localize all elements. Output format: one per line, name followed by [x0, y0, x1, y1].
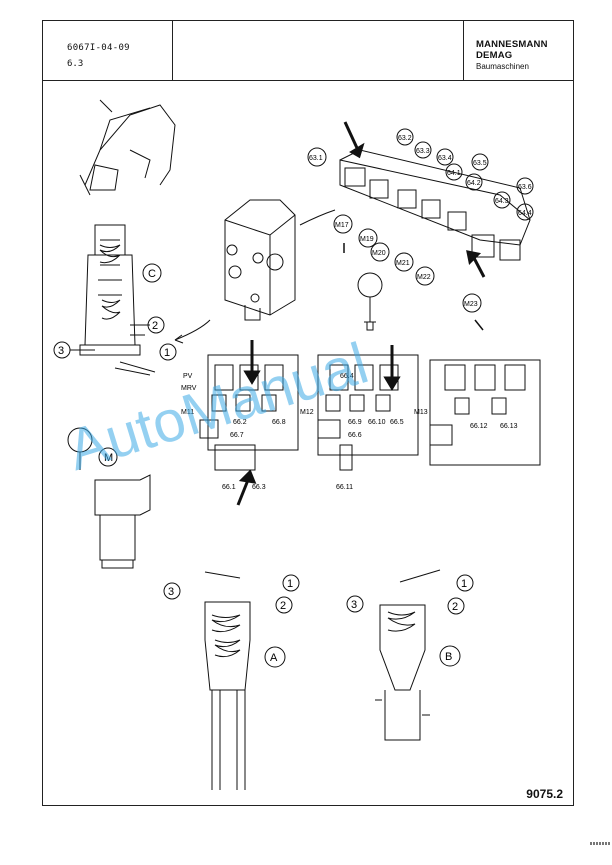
label-63-3: 63.3 [416, 148, 430, 155]
top-valve-bank [339, 149, 531, 261]
label-m21: M21 [396, 260, 410, 267]
filter-assembly [67, 427, 151, 569]
label-66-11: 66.11 [336, 484, 353, 491]
label-66-6: 66.6 [348, 432, 362, 439]
title-block: 6067I-04-09 6.3 MANNESMANN DEMAG Baumasc… [43, 21, 573, 81]
relief-valve-a [204, 571, 251, 790]
label-66-2: 66.2 [233, 419, 247, 426]
document-id-cell: 6067I-04-09 6.3 [43, 21, 173, 80]
relief-valve-c [70, 224, 156, 376]
label-66-12: 66.12 [470, 423, 488, 430]
callout-m: M [104, 452, 113, 464]
callout-3-a: 3 [168, 586, 174, 598]
callout-labels: C 2 1 3 M 3 1 2 A 3 1 2 B [58, 268, 467, 664]
label-m19: M19 [360, 236, 374, 243]
callout-1-b: 1 [461, 578, 467, 590]
callout-c: C [148, 268, 156, 280]
control-valve-bank [199, 354, 541, 471]
label-63-4: 63.4 [438, 155, 452, 162]
callout-2-a: 2 [280, 600, 286, 612]
excavator-sketch [79, 99, 176, 196]
label-m17: M17 [335, 222, 349, 229]
callout-2-circle-c [147, 316, 165, 334]
section-number: 6.3 [67, 59, 84, 69]
brand-name-line2: DEMAG [476, 50, 513, 61]
brand-cell: MANNESMANN DEMAG Baumaschinen [463, 21, 575, 80]
label-pv: PV [183, 373, 193, 380]
label-m11: M11 [181, 409, 194, 416]
valve-labels: PV MRV M11 66.2 66.1 66.3 66.7 66.8 M12 … [181, 373, 518, 491]
label-mrv: MRV [181, 385, 197, 392]
label-m22: M22 [417, 274, 431, 281]
label-m23: M23 [464, 301, 478, 308]
pressure-gauge-top [357, 272, 383, 331]
valve-block [174, 199, 336, 344]
label-64-1: 64.1 [447, 170, 461, 177]
label-m13: M13 [414, 409, 428, 416]
callout-1-c: 1 [164, 347, 170, 359]
callout-2-c: 2 [152, 320, 158, 332]
page-number: 9075.2 [526, 787, 563, 801]
relief-valve-b [375, 569, 441, 741]
label-66-9: 66.9 [348, 419, 362, 426]
label-66-10: 66.10 [368, 419, 386, 426]
label-66-8: 66.8 [272, 419, 286, 426]
callout-1-a: 1 [287, 578, 293, 590]
label-66-5: 66.5 [390, 419, 404, 426]
brand-name-line1: MANNESMANN [476, 39, 548, 50]
label-63-5: 63.5 [473, 160, 487, 167]
callout-c-circle [142, 263, 162, 283]
label-64-4: 64.4 [518, 210, 532, 217]
label-66-13: 66.13 [500, 423, 518, 430]
callout-a: A [270, 652, 278, 664]
callout-3-c: 3 [58, 345, 64, 357]
indicator-arrows [236, 121, 486, 506]
label-66-3: 66.3 [252, 484, 266, 491]
label-63-6: 63.6 [518, 184, 532, 191]
page-frame: 6067I-04-09 6.3 MANNESMANN DEMAG Baumasc… [42, 20, 574, 806]
callout-b: B [445, 651, 452, 663]
label-m12: M12 [300, 409, 314, 416]
callout-3-b: 3 [351, 599, 357, 611]
label-63-1: 63.1 [309, 155, 323, 162]
label-66-4: 66.4 [340, 373, 354, 380]
callout-1-circle-c [159, 343, 177, 361]
scan-edge-mark [590, 842, 610, 845]
brand-subtitle: Baumaschinen [476, 62, 529, 71]
callout-2-b: 2 [452, 601, 458, 613]
top-rail-labels: 63.1 63.2 63.3 63.4 63.5 64.1 64.2 63.6 … [309, 135, 532, 308]
callout-3-circle-c [53, 341, 71, 359]
label-63-2: 63.2 [398, 135, 412, 142]
document-number: 6067I-04-09 [67, 43, 130, 53]
label-66-7: 66.7 [230, 432, 244, 439]
label-m20: M20 [372, 250, 386, 257]
label-66-1: 66.1 [222, 484, 236, 491]
label-64-3: 64.3 [495, 198, 509, 205]
label-64-2: 64.2 [467, 180, 481, 187]
